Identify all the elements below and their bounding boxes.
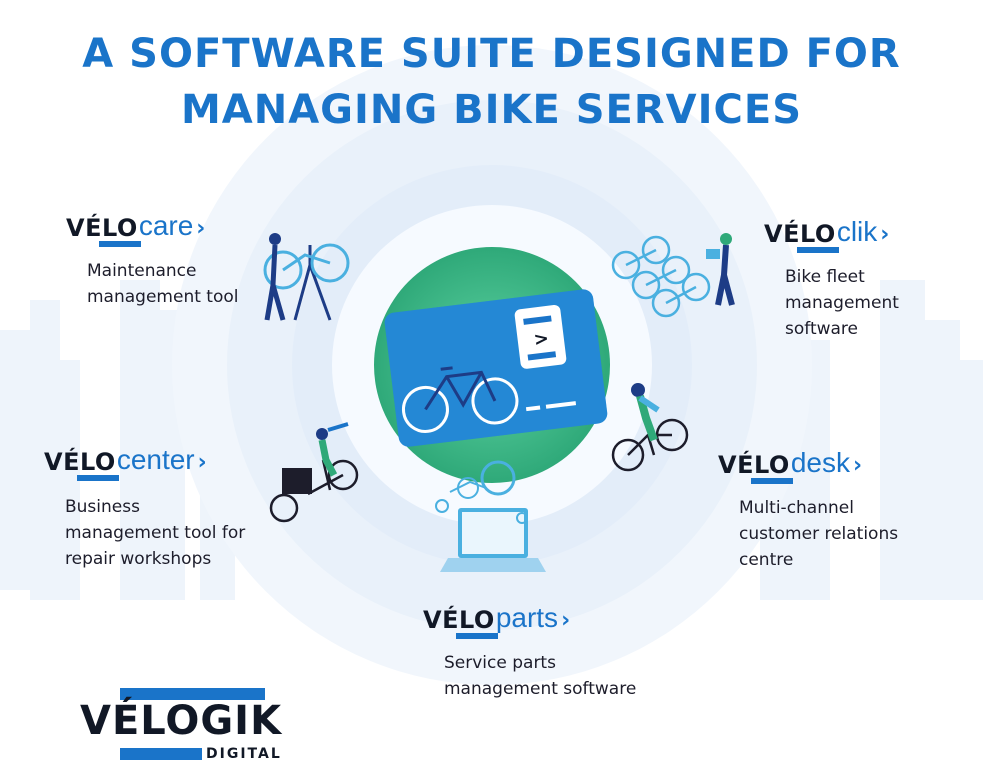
brand-suffix: desk [790, 447, 850, 478]
product-veloclik: VÉLO clik › Bike fleet management softwa… [764, 218, 899, 342]
svg-text:>: > [533, 328, 551, 351]
bike-card-illustration: > [384, 289, 608, 447]
chevron-right-icon: › [197, 450, 207, 475]
chevron-right-icon: › [852, 453, 863, 478]
veloclik-logo: VÉLO clik › [764, 216, 899, 253]
velocare-logo: VÉLO care › [66, 210, 238, 247]
logo-subtitle: DIGITAL [206, 746, 282, 762]
product-velocare: VÉLO care › Maintenance management tool [66, 212, 238, 310]
brand-prefix: VÉLO [423, 608, 498, 639]
logo-wordmark: VÉLOGIK [80, 698, 283, 744]
velocenter-description: Business management tool for repair work… [65, 497, 246, 569]
brand-prefix: VÉLO [718, 453, 793, 484]
velocenter-logo: VÉLO center › [44, 444, 245, 481]
velocare-description: Maintenance management tool [87, 261, 239, 307]
brand-prefix: VÉLO [66, 216, 141, 247]
brand-suffix: clik [836, 216, 878, 247]
title-line-2: MANAGING BIKE SERVICES [180, 87, 803, 133]
product-veloparts: VÉLO parts › Service parts management so… [423, 604, 636, 702]
brand-prefix: VÉLO [44, 450, 119, 481]
brand-suffix: parts [495, 602, 559, 633]
chevron-right-icon: › [880, 222, 890, 247]
chevron-right-icon: › [196, 216, 206, 241]
bike-fleet-illustration [611, 233, 735, 318]
laptop-parts-illustration [435, 460, 546, 572]
page-title: A SOFTWARE SUITE DESIGNED FOR MANAGING B… [0, 26, 983, 138]
velodesk-logo: VÉLO desk › [718, 447, 898, 484]
veloparts-logo: VÉLO parts › [423, 602, 636, 639]
brand-suffix: care [138, 210, 194, 241]
veloparts-description: Service parts management software [444, 653, 637, 699]
velogik-digital-logo: VÉLOGIK DIGITAL [80, 688, 310, 768]
brand-suffix: center [116, 444, 195, 475]
velodesk-description: Multi-channel customer relations centre [739, 498, 899, 570]
veloclik-description: Bike fleet management software [785, 267, 899, 339]
cargo-bike-illustration [269, 422, 359, 523]
cyclist-illustration [611, 383, 689, 472]
chevron-right-icon: › [561, 608, 571, 633]
product-velodesk: VÉLO desk › Multi-channel customer relat… [718, 449, 898, 573]
mechanic-repair-illustration [263, 233, 350, 321]
title-line-1: A SOFTWARE SUITE DESIGNED FOR [82, 31, 901, 77]
brand-prefix: VÉLO [764, 222, 839, 253]
product-velocenter: VÉLO center › Business management tool f… [44, 446, 245, 572]
